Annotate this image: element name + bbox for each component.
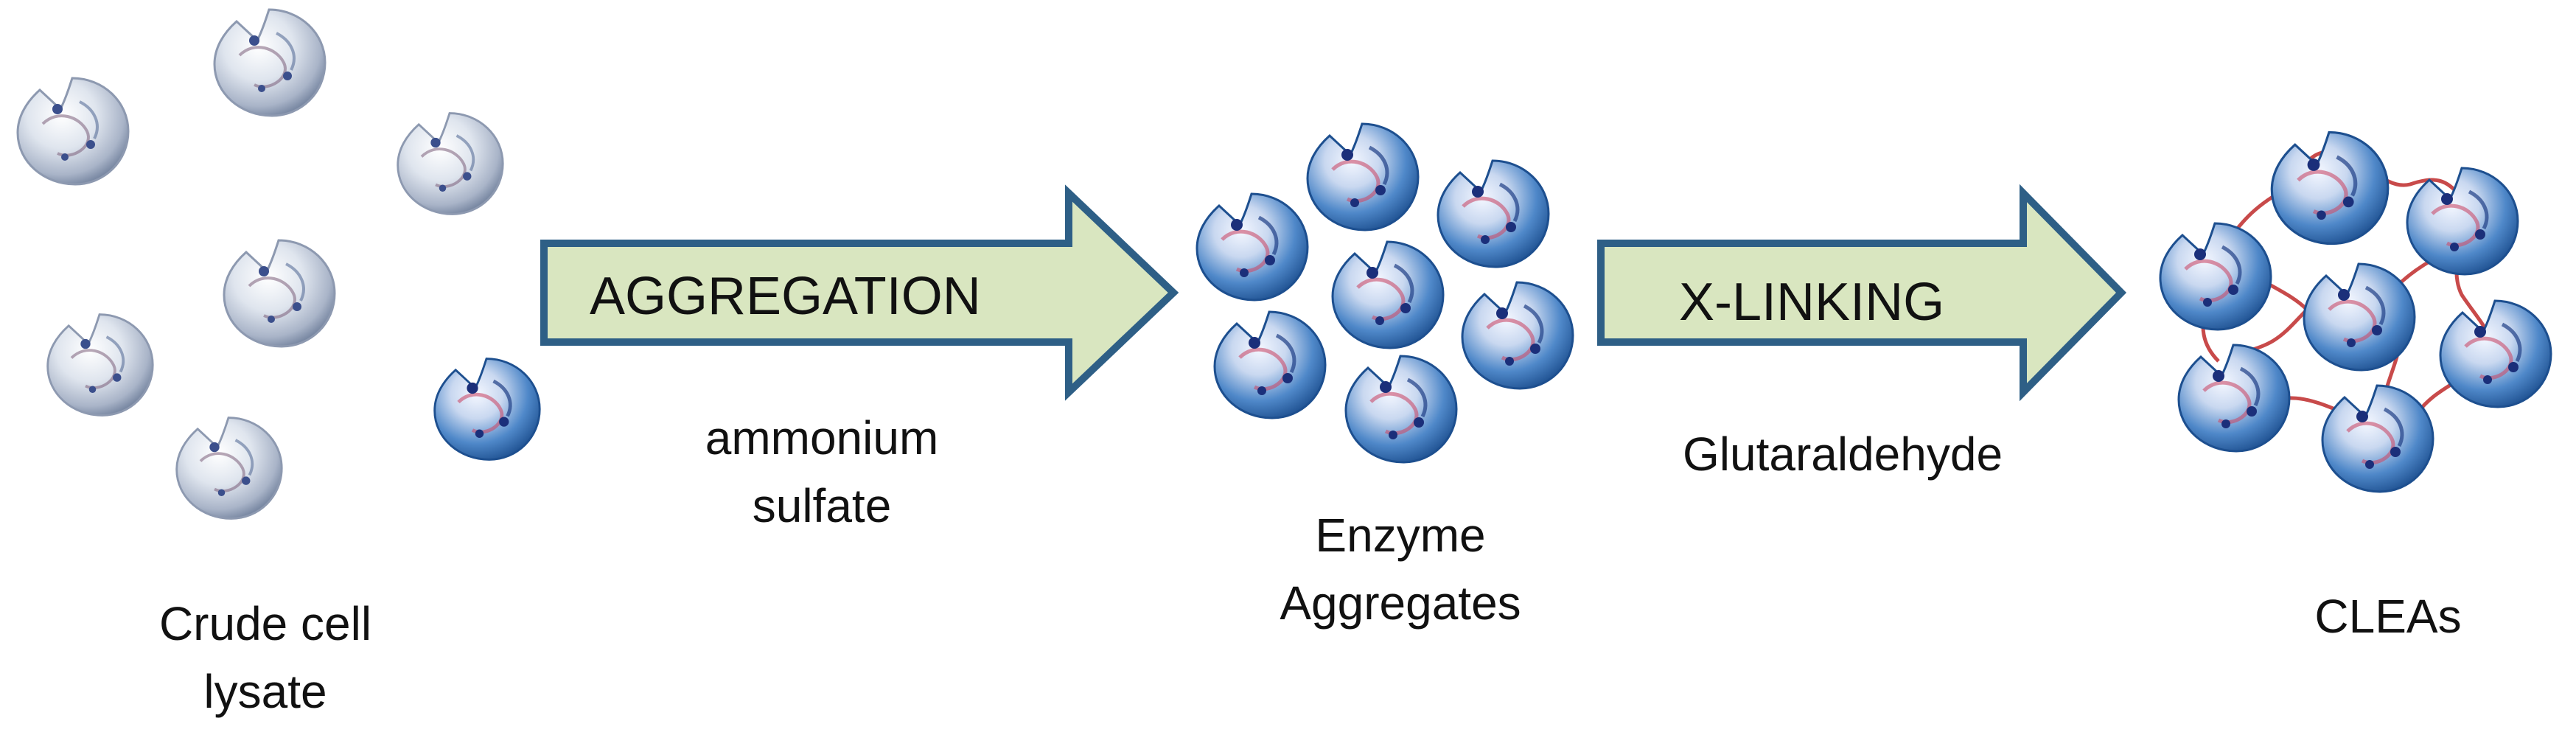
lysate-particle-1 xyxy=(16,77,130,186)
stage-label-crude-lysate: Crude cell lysate xyxy=(96,590,435,725)
lysate-particle-2 xyxy=(213,8,327,117)
aggregate-particle-3 xyxy=(1438,161,1549,267)
aggregation-arrow-label: AGGREGATION xyxy=(590,267,981,326)
cleas-line1: CLEAs xyxy=(2314,590,2462,643)
aggregation-reagent: ammonium sulfate xyxy=(660,404,984,540)
xlinking-reagent: Glutaraldehyde xyxy=(1636,420,2049,488)
enzyme-particle-single xyxy=(435,359,540,460)
aggregate-particle-4 xyxy=(1333,242,1443,348)
aggregate-particle-1 xyxy=(1197,194,1308,300)
clea-particle-2 xyxy=(2272,132,2388,243)
aggregate-particle-5 xyxy=(1462,282,1573,389)
xlinking-reagent-line1: Glutaraldehyde xyxy=(1682,428,2003,481)
aggregation-arrow xyxy=(540,184,1179,401)
lysate-particle-4 xyxy=(223,239,336,348)
xlinking-arrow-label: X-LINKING xyxy=(1679,273,1945,332)
clea-particle-3 xyxy=(2407,168,2518,274)
clea-particle-1 xyxy=(2160,223,2271,330)
clea-particle-5 xyxy=(2440,301,2551,407)
lysate-particle-6 xyxy=(175,416,284,520)
crude-lysate-line1: Crude cell xyxy=(158,597,372,650)
crude-lysate-line2: lysate xyxy=(203,665,327,718)
lysate-particle-5 xyxy=(46,313,155,417)
aggregation-reagent-line1: ammonium xyxy=(705,411,939,464)
aggregate-particle-7 xyxy=(1346,356,1456,462)
aggregate-particle-6 xyxy=(1215,312,1325,418)
stage-label-enzyme-aggregates: Enzyme Aggregates xyxy=(1209,501,1592,637)
lysate-particle-3 xyxy=(396,111,505,216)
clea-particle-6 xyxy=(2179,345,2289,451)
enzyme-aggregates-line1: Enzyme xyxy=(1315,509,1486,562)
stage-label-cleas: CLEAs xyxy=(2241,582,2535,650)
clea-particle-4 xyxy=(2304,264,2415,370)
enzyme-aggregates-line2: Aggregates xyxy=(1280,576,1521,630)
aggregation-reagent-line2: sulfate xyxy=(752,479,892,532)
aggregate-particle-2 xyxy=(1308,124,1418,230)
xlinking-arrow xyxy=(1597,184,2127,402)
clea-particle-7 xyxy=(2322,386,2433,492)
